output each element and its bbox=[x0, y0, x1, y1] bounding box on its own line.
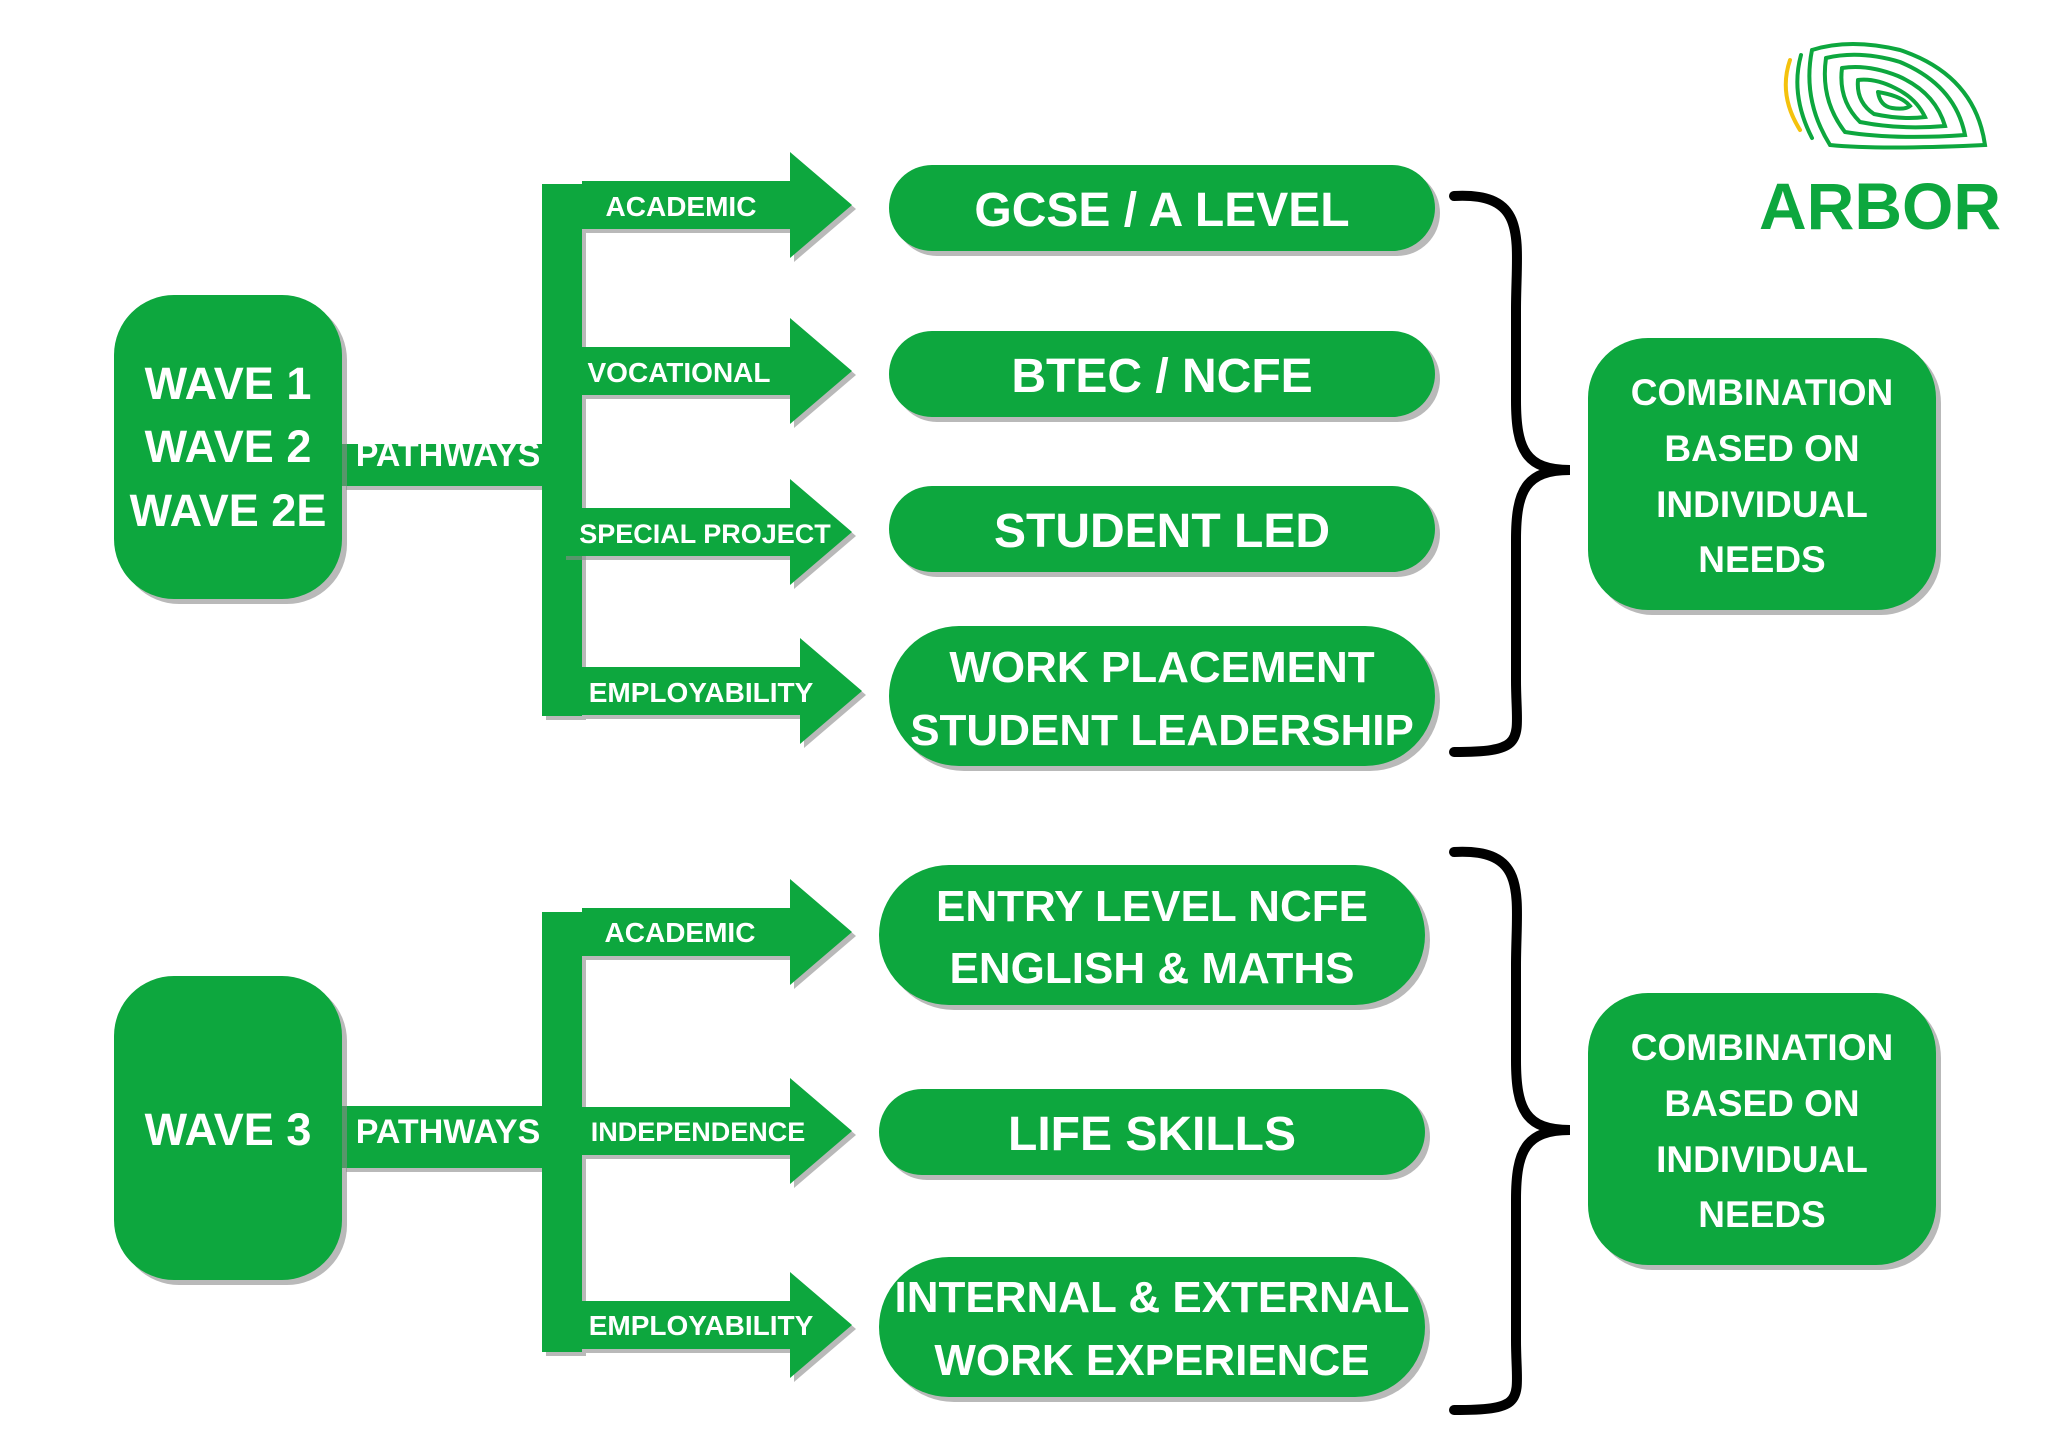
wave-label: WAVE 3 bbox=[145, 1104, 312, 1155]
combination-text: BASED ON bbox=[1664, 1083, 1859, 1124]
curly-bracket bbox=[1449, 190, 1571, 757]
outcome-text: BTEC / NCFE bbox=[1011, 350, 1312, 403]
arrow-special-project bbox=[562, 479, 856, 589]
outcome-text: STUDENT LED bbox=[994, 505, 1330, 558]
outcome-text: ENTRY LEVEL NCFE bbox=[936, 882, 1368, 931]
outcome-pill: LIFE SKILLS bbox=[879, 1089, 1430, 1180]
outcome-text: LIFE SKILLS bbox=[1008, 1108, 1296, 1161]
combination-text: INDIVIDUAL bbox=[1656, 1139, 1868, 1180]
arrow-independence bbox=[582, 1078, 856, 1188]
arbor-logo: ARBOR bbox=[1759, 42, 2001, 243]
outcome-pill: GCSE / A LEVEL bbox=[889, 165, 1440, 256]
section-1: WAVE 1 WAVE 2 WAVE 2E PATHWAYS ACADEMIC … bbox=[114, 152, 1941, 771]
section-1-connectors bbox=[342, 184, 586, 720]
combination-text: COMBINATION bbox=[1631, 1027, 1893, 1068]
outcome-text: GCSE / A LEVEL bbox=[974, 184, 1349, 237]
combination-text: NEEDS bbox=[1698, 1194, 1825, 1235]
branch-label-employability: EMPLOYABILITY bbox=[589, 677, 814, 708]
outcome-pill: WORK PLACEMENT STUDENT LEADERSHIP bbox=[889, 626, 1440, 771]
outcome-text: INTERNAL & EXTERNAL bbox=[895, 1273, 1410, 1322]
outcome-pill: ENTRY LEVEL NCFE ENGLISH & MATHS bbox=[879, 865, 1430, 1010]
combination-box: COMBINATION BASED ON INDIVIDUAL NEEDS bbox=[1588, 993, 1941, 1270]
outcome-pill: BTEC / NCFE bbox=[889, 331, 1440, 422]
combination-text: COMBINATION bbox=[1631, 372, 1893, 413]
outcome-text: STUDENT LEADERSHIP bbox=[910, 706, 1414, 755]
leaf-swirl-icon bbox=[1783, 42, 1988, 150]
wave-box: WAVE 3 bbox=[114, 976, 347, 1285]
outcome-text: WORK PLACEMENT bbox=[949, 643, 1374, 692]
branch-label-academic: ACADEMIC bbox=[605, 917, 756, 948]
pathways-label: PATHWAYS bbox=[356, 1113, 541, 1151]
outcome-text: ENGLISH & MATHS bbox=[950, 944, 1355, 993]
combination-text: NEEDS bbox=[1698, 539, 1825, 580]
combination-text: INDIVIDUAL bbox=[1656, 484, 1868, 525]
arrow-academic bbox=[582, 152, 856, 262]
curly-bracket bbox=[1449, 846, 1571, 1415]
section-2-connectors bbox=[342, 912, 586, 1356]
section-2: WAVE 3 PATHWAYS ACADEMIC INDEPENDENCE EM… bbox=[114, 846, 1941, 1415]
outcome-pill: INTERNAL & EXTERNAL WORK EXPERIENCE bbox=[879, 1257, 1430, 1402]
combination-text: BASED ON bbox=[1664, 428, 1859, 469]
arrow-employability bbox=[582, 1272, 856, 1382]
branch-label-academic: ACADEMIC bbox=[606, 191, 757, 222]
outcome-pill: STUDENT LED bbox=[889, 486, 1440, 577]
outcome-text: WORK EXPERIENCE bbox=[934, 1336, 1369, 1385]
wave-label: WAVE 1 bbox=[145, 358, 312, 409]
wave-box: WAVE 1 WAVE 2 WAVE 2E bbox=[114, 295, 347, 604]
arrow-academic bbox=[582, 879, 856, 989]
branch-label-vocational: VOCATIONAL bbox=[587, 357, 770, 388]
branch-label-independence: INDEPENDENCE bbox=[591, 1117, 806, 1147]
wave-label: WAVE 2 bbox=[145, 421, 312, 472]
wave-label: WAVE 2E bbox=[130, 485, 327, 536]
branch-label-employability: EMPLOYABILITY bbox=[589, 1310, 814, 1341]
logo-text: ARBOR bbox=[1759, 169, 2001, 243]
combination-box: COMBINATION BASED ON INDIVIDUAL NEEDS bbox=[1588, 338, 1941, 615]
arrow-employability bbox=[582, 638, 866, 748]
branch-label-special-project: SPECIAL PROJECT bbox=[579, 519, 831, 549]
pathways-label: PATHWAYS bbox=[356, 436, 541, 474]
arrow-vocational bbox=[582, 318, 856, 428]
